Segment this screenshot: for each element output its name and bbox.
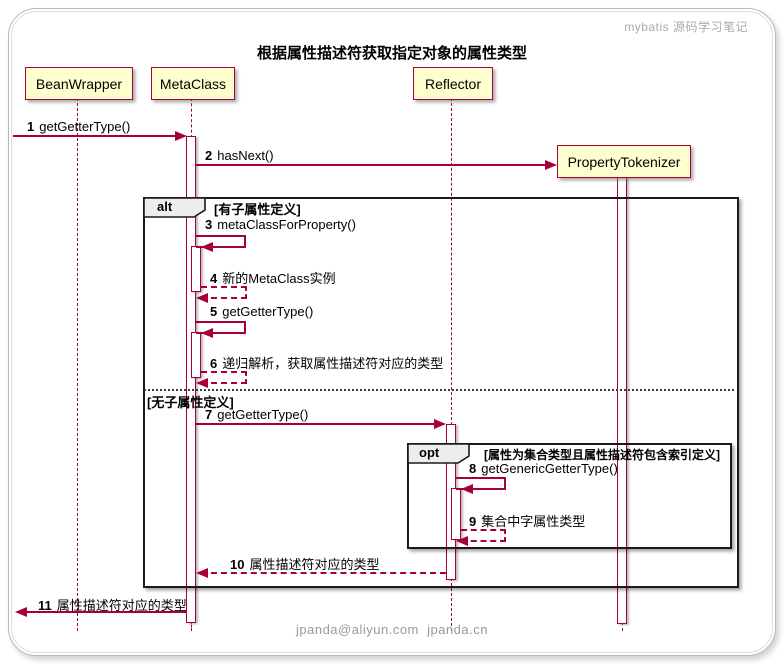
message-9-return-arrow bbox=[461, 529, 506, 542]
arrowhead-icon bbox=[201, 242, 213, 252]
lifeline-metaclass-top bbox=[191, 98, 192, 138]
opt-frame-pentagon bbox=[407, 443, 470, 464]
diagram-card-inner-border bbox=[11, 11, 773, 653]
opt-frame-label: opt bbox=[419, 445, 440, 460]
message-7-arrow bbox=[196, 423, 436, 425]
arrowhead-icon bbox=[461, 484, 473, 494]
message-4-return-arrow bbox=[201, 286, 247, 299]
arrowhead-icon bbox=[456, 536, 468, 546]
arrowhead-icon bbox=[196, 293, 208, 303]
arrowhead-icon bbox=[196, 378, 208, 388]
lifeline-reflector-bottom bbox=[451, 578, 452, 631]
message-2-arrow bbox=[196, 164, 546, 166]
watermark: mybatis 源码学习笔记 bbox=[624, 20, 748, 34]
participant-metaclass: MetaClass bbox=[151, 67, 235, 100]
participant-propertytokenizer: PropertyTokenizer bbox=[557, 145, 691, 178]
arrowhead-icon bbox=[175, 131, 187, 141]
lifeline-beanwrapper bbox=[77, 98, 78, 631]
arrowhead-icon bbox=[545, 160, 557, 170]
activation-bar-metaclass bbox=[186, 136, 196, 623]
message-3-self-arrow bbox=[196, 235, 246, 248]
alt-guard-condition: [有子属性定义] bbox=[214, 202, 301, 217]
message-6-return-arrow bbox=[201, 371, 247, 384]
arrowhead-icon bbox=[196, 568, 208, 578]
alt-frame bbox=[143, 197, 739, 588]
arrowhead-icon bbox=[201, 328, 213, 338]
alt-else-guard-condition: [无子属性定义] bbox=[147, 395, 234, 410]
message-8-self-arrow bbox=[456, 477, 506, 490]
diagram-title: 根据属性描述符获取指定对象的属性类型 bbox=[256, 45, 527, 62]
lifeline-reflector-top bbox=[451, 98, 452, 425]
message-1-arrow bbox=[13, 135, 178, 137]
arrowhead-icon bbox=[15, 607, 27, 617]
participant-reflector: Reflector bbox=[413, 67, 493, 100]
lifeline-propertytokenizer-bottom bbox=[622, 622, 623, 631]
alt-else-divider bbox=[144, 389, 734, 391]
footer-credit: jpanda@aliyun.com jpanda.cn bbox=[296, 622, 488, 637]
participant-beanwrapper: BeanWrapper bbox=[25, 67, 133, 100]
alt-frame-pentagon bbox=[143, 197, 206, 218]
diagram-card-border bbox=[8, 8, 776, 656]
arrowhead-icon bbox=[434, 419, 446, 429]
lifeline-metaclass-bottom bbox=[191, 621, 192, 631]
message-11-arrow bbox=[27, 611, 186, 613]
alt-frame-label: alt bbox=[157, 199, 173, 214]
message-5-self-arrow bbox=[196, 321, 246, 334]
message-10-return-arrow bbox=[201, 572, 446, 574]
opt-guard-condition: [属性为集合类型且属性描述符包含索引定义] bbox=[484, 448, 720, 462]
opt-frame bbox=[407, 443, 732, 549]
